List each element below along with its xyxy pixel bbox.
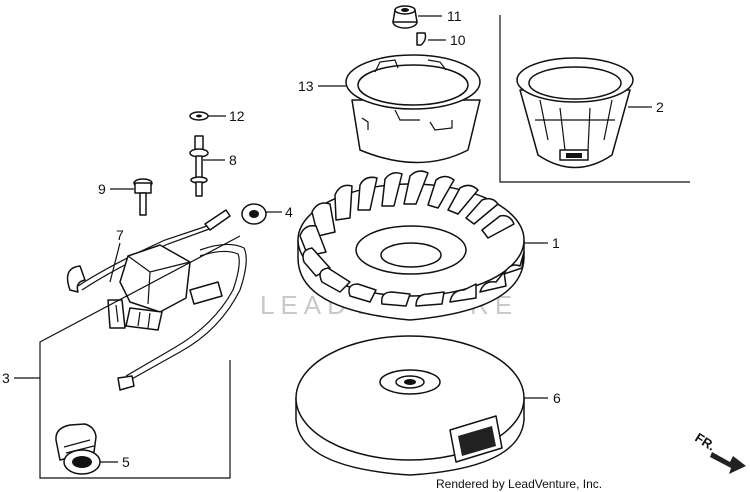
part-13-fan-cup <box>345 54 481 164</box>
callout-labels: 11 10 13 2 12 8 9 4 7 1 3 6 5 <box>2 8 664 470</box>
callout-13: 13 <box>298 78 314 94</box>
callout-1: 1 <box>552 235 560 251</box>
fr-label: FR. <box>692 430 718 454</box>
part-11-flange-nut <box>392 5 418 29</box>
part-6-starter-cover <box>295 335 525 476</box>
part-5-plug-boot <box>55 423 101 475</box>
front-direction-arrow: FR. <box>692 430 746 474</box>
part-12-washer <box>189 111 209 121</box>
part-4-grommet <box>241 203 267 225</box>
callout-12: 12 <box>229 108 245 124</box>
callout-10: 10 <box>450 32 466 48</box>
callout-4: 4 <box>285 204 293 220</box>
part-7-ignition-coil <box>66 209 247 391</box>
part-3-bracket <box>39 235 241 479</box>
callout-9: 9 <box>98 181 106 197</box>
callout-11: 11 <box>447 8 462 24</box>
part-8-stud <box>189 135 209 197</box>
callout-7: 7 <box>116 227 124 243</box>
callout-6: 6 <box>553 390 561 406</box>
callout-2: 2 <box>656 99 664 115</box>
leader-lines <box>14 15 652 463</box>
part-1-flywheel <box>297 170 525 321</box>
callout-3: 3 <box>2 370 10 386</box>
part-9-bolt <box>133 178 153 216</box>
part-2-box <box>499 15 690 183</box>
callout-8: 8 <box>229 152 237 168</box>
credit-text: Rendered by LeadVenture, Inc. <box>436 477 602 491</box>
part-10-key <box>416 32 427 46</box>
callout-5: 5 <box>122 454 130 470</box>
